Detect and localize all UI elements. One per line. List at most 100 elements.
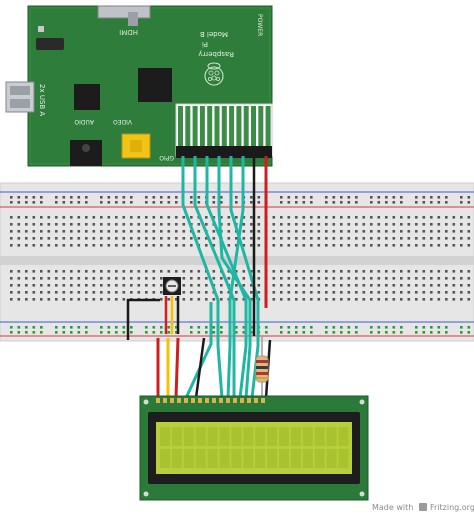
breadboard-hole: [77, 230, 81, 233]
breadboard-hole: [385, 270, 388, 273]
breadboard-hole: [62, 201, 66, 204]
breadboard-hole: [355, 244, 358, 247]
lcd-pin: [233, 398, 237, 403]
breadboard-hole: [332, 270, 336, 273]
breadboard-hole: [385, 230, 388, 233]
breadboard-hole: [152, 284, 156, 287]
breadboard-hole: [145, 244, 148, 247]
breadboard-hole: [392, 298, 396, 301]
lcd-character-cell: [314, 449, 325, 468]
breadboard-hole: [235, 270, 238, 273]
breadboard-hole: [107, 201, 111, 204]
breadboard-hole: [407, 237, 411, 240]
gpio-pin-label-strip: [207, 106, 213, 146]
breadboard-hole: [362, 284, 366, 287]
breadboard-hole: [310, 291, 313, 294]
breadboard-hole: [272, 237, 276, 240]
breadboard-hole: [227, 270, 231, 273]
lcd-character-cell: [290, 427, 301, 446]
breadboard-hole: [17, 196, 21, 199]
breadboard-hole: [92, 298, 96, 301]
breadboard-hole: [190, 298, 193, 301]
breadboard-hole: [445, 291, 448, 294]
breadboard-hole: [17, 331, 21, 334]
breadboard-hole: [370, 196, 373, 199]
breadboard-hole: [227, 237, 231, 240]
breadboard-hole: [287, 291, 291, 294]
breadboard-hole: [55, 196, 58, 199]
breadboard-hole: [227, 291, 231, 294]
breadboard-hole: [460, 270, 463, 273]
breadboard-hole: [370, 284, 373, 287]
breadboard-hole: [250, 223, 253, 226]
breadboard-hole: [115, 230, 118, 233]
breadboard-hole: [25, 326, 28, 329]
breadboard-hole: [100, 326, 103, 329]
breadboard-hole: [100, 298, 103, 301]
breadboard-hole: [100, 284, 103, 287]
breadboard-hole: [122, 216, 126, 219]
breadboard-hole: [332, 284, 336, 287]
breadboard-hole: [302, 277, 306, 280]
breadboard-hole: [47, 298, 51, 301]
breadboard-hole: [92, 284, 96, 287]
breadboard-hole: [437, 244, 441, 247]
breadboard-hole: [287, 230, 291, 233]
lcd-pin: [226, 398, 230, 403]
breadboard-hole: [377, 298, 381, 301]
breadboard-hole: [295, 244, 298, 247]
breadboard-hole: [212, 216, 216, 219]
breadboard-hole: [310, 298, 313, 301]
breadboard-hole: [175, 216, 178, 219]
breadboard-hole: [182, 270, 186, 273]
breadboard-hole: [17, 291, 21, 294]
breadboard-hole: [100, 291, 103, 294]
breadboard-hole: [85, 237, 88, 240]
gpio-pin-label-strip: [258, 106, 264, 146]
breadboard-hole: [280, 230, 283, 233]
breadboard-hole: [10, 277, 13, 280]
breadboard-hole: [175, 331, 178, 334]
breadboard-hole: [400, 291, 403, 294]
breadboard-hole: [437, 216, 441, 219]
breadboard-hole: [295, 331, 298, 334]
breadboard-hole: [175, 270, 178, 273]
breadboard-hole: [137, 223, 141, 226]
breadboard-hole: [287, 298, 291, 301]
breadboard-hole: [280, 201, 283, 204]
breadboard-hole: [325, 223, 328, 226]
breadboard-hole: [377, 331, 381, 334]
breadboard-hole: [272, 216, 276, 219]
breadboard-hole: [107, 270, 111, 273]
breadboard-hole: [257, 277, 261, 280]
breadboard-hole: [40, 237, 43, 240]
breadboard-hole: [407, 277, 411, 280]
breadboard-hole: [10, 201, 13, 204]
breadboard-hole: [175, 244, 178, 247]
breadboard-hole: [302, 237, 306, 240]
breadboard-hole: [325, 216, 328, 219]
breadboard-hole: [302, 326, 306, 329]
breadboard-hole: [242, 326, 246, 329]
breadboard-hole: [362, 244, 366, 247]
lcd-character-cell: [231, 449, 242, 468]
breadboard-hole: [175, 326, 178, 329]
breadboard-hole: [415, 284, 418, 287]
breadboard-hole: [460, 277, 463, 280]
breadboard-hole: [40, 284, 43, 287]
breadboard-hole: [400, 326, 403, 329]
breadboard-hole: [55, 201, 58, 204]
breadboard-hole: [167, 201, 171, 204]
breadboard-hole: [347, 277, 351, 280]
breadboard-hole: [175, 196, 178, 199]
breadboard-hole: [145, 237, 148, 240]
breadboard-hole: [17, 277, 21, 280]
lcd-pin: [156, 398, 160, 403]
breadboard-hole: [100, 196, 103, 199]
breadboard-hole: [460, 237, 463, 240]
breadboard-hole: [250, 237, 253, 240]
breadboard-hole: [340, 298, 343, 301]
breadboard-hole: [452, 216, 456, 219]
breadboard-hole: [77, 237, 81, 240]
breadboard-hole: [235, 201, 238, 204]
